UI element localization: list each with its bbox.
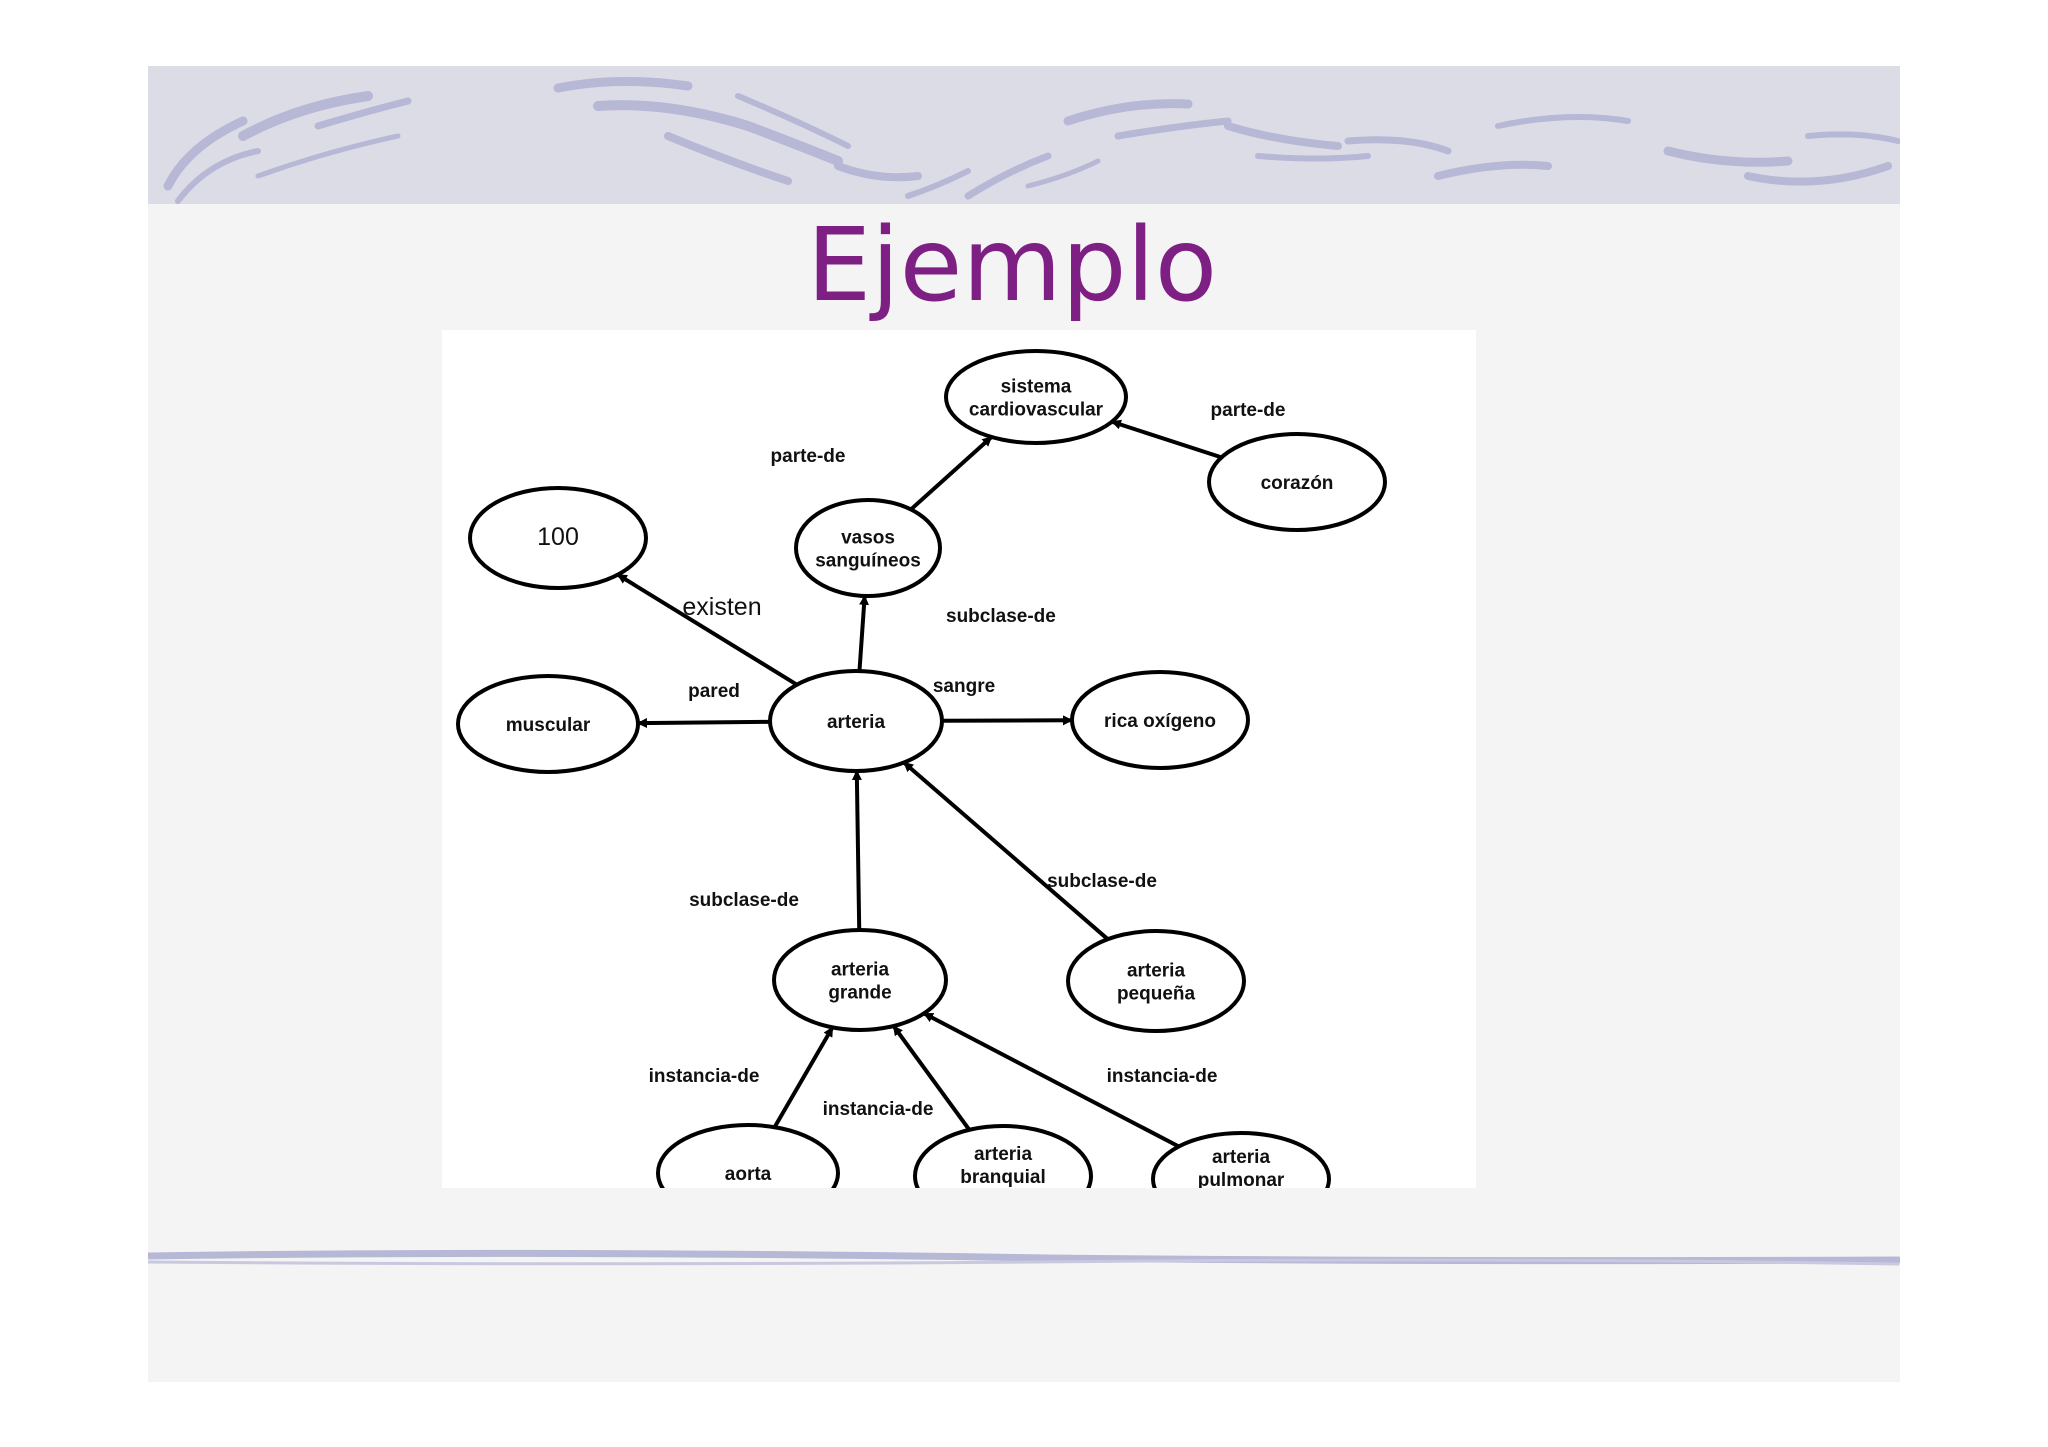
edge-pulmonar-to-grande xyxy=(923,1011,1180,1149)
node-cien: 100 xyxy=(468,486,648,590)
node-rica: rica oxígeno xyxy=(1070,670,1250,770)
node-ellipse xyxy=(656,1123,840,1188)
node-label: muscular xyxy=(506,715,591,736)
node-label: pulmonar xyxy=(1198,1170,1285,1188)
decorative-banner xyxy=(148,66,1900,204)
node-ellipse xyxy=(1066,929,1246,1033)
node-ellipse xyxy=(468,486,648,590)
node-ellipse xyxy=(456,674,640,774)
node-label: 100 xyxy=(537,523,579,551)
edge-arteria-to-muscular xyxy=(636,718,771,729)
node-ellipse xyxy=(768,669,944,773)
node-ellipse xyxy=(794,498,942,598)
node-label: arteria xyxy=(831,960,890,981)
edge-pequena-to-arteria xyxy=(902,761,1110,941)
slide-title: Ejemplo xyxy=(806,206,1218,325)
edge-branquial-to-grande xyxy=(891,1024,971,1131)
node-arteria: arteria xyxy=(768,669,944,773)
edge-label: parte-de xyxy=(1211,400,1286,421)
node-ellipse xyxy=(1207,432,1387,532)
semantic-network-diagram: parte-de parte-de existen subclase-de pared s… xyxy=(442,330,1476,1188)
edge-grande-to-arteria xyxy=(851,769,862,931)
edge-label: subclase-de xyxy=(1047,871,1157,892)
node-ellipse xyxy=(944,349,1128,445)
edge-label: sangre xyxy=(933,676,995,697)
node-label: branquial xyxy=(960,1167,1046,1188)
edge-label: pared xyxy=(688,681,740,702)
node-ellipse xyxy=(1070,670,1250,770)
node-label: arteria xyxy=(1212,1147,1271,1168)
banner-brush-strokes xyxy=(163,76,1900,204)
node-label: corazón xyxy=(1261,473,1334,494)
node-label: grande xyxy=(828,983,891,1004)
edge-corazon-to-sistema xyxy=(1110,419,1223,460)
node-pulmonar: arteriapulmonarizquierda xyxy=(1151,1131,1331,1188)
node-ellipse xyxy=(1151,1131,1331,1188)
node-label: sanguíneos xyxy=(815,551,921,572)
node-branquial: arteriabranquializquierda xyxy=(913,1124,1093,1188)
node-muscular: muscular xyxy=(456,674,640,774)
node-label: pequeña xyxy=(1117,984,1196,1005)
edge-label: instancia-de xyxy=(1107,1066,1218,1087)
edge-label: instancia-de xyxy=(823,1099,934,1120)
edge-arteria-to-vasos xyxy=(857,594,870,672)
node-label: arteria xyxy=(827,712,886,733)
diagram-canvas: parte-de parte-de existen subclase-de pared s… xyxy=(456,349,1387,1188)
node-ellipse xyxy=(913,1124,1093,1188)
node-ellipse xyxy=(772,928,948,1032)
node-label: rica oxígeno xyxy=(1104,711,1216,732)
edge-vasos-to-sistema xyxy=(909,435,993,511)
edge-label: instancia-de xyxy=(649,1066,760,1087)
node-label: aorta xyxy=(725,1164,772,1185)
node-aorta: aorta xyxy=(656,1123,840,1188)
slide: Ejemplo parte-de parte-de existen subclase-… xyxy=(148,66,1900,1382)
footer-brush-stroke xyxy=(148,1249,1900,1266)
edge-aorta-to-grande xyxy=(772,1026,835,1129)
footer-divider xyxy=(148,1246,1900,1286)
edge-arteria-to-cien xyxy=(616,572,798,687)
node-label: cardiovascular xyxy=(969,400,1104,421)
node-corazon: corazón xyxy=(1207,432,1387,532)
edge-label: parte-de xyxy=(771,446,846,467)
node-label: vasos xyxy=(841,528,895,549)
node-label: arteria xyxy=(1127,961,1186,982)
edge-label: subclase-de xyxy=(689,890,799,911)
edge-label: subclase-de xyxy=(946,606,1056,627)
node-label: arteria xyxy=(974,1144,1033,1165)
edge-label: existen xyxy=(682,593,761,621)
node-label: sistema xyxy=(1001,377,1072,398)
